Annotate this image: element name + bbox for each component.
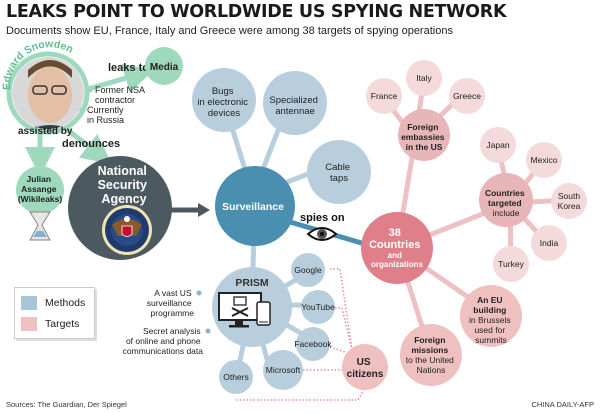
media-label: Media <box>150 62 179 73</box>
country-node-mexico[interactable] <box>526 142 562 178</box>
targets-center-label: 38 Countries and organizations <box>369 223 425 269</box>
country-japan-label: Japan <box>486 140 509 150</box>
country-node-italy[interactable] <box>406 60 442 96</box>
assange-node[interactable] <box>16 166 64 214</box>
provider-node-others[interactable] <box>219 360 253 394</box>
country-mexico-label: Mexico <box>531 155 558 165</box>
countries-targeted-node[interactable] <box>479 173 533 227</box>
assisted-by-label: assisted by <box>18 126 73 137</box>
country-italy-label: Italy <box>416 73 432 83</box>
eye-icon <box>306 227 338 241</box>
smartphone-icon <box>256 301 271 326</box>
method-antennae-label: Specialized antennae <box>269 95 320 117</box>
legend-swatch-targets <box>21 317 37 331</box>
prism-note-1: A vast US surveillance programme <box>147 288 195 318</box>
country-node-france[interactable] <box>366 78 402 114</box>
country-greece-label: Greece <box>453 91 481 101</box>
targets-center-node[interactable] <box>361 212 433 284</box>
provider-node-google[interactable] <box>291 253 325 287</box>
sources-note: Sources: The Guardian, Der Spiegel <box>6 400 127 409</box>
countries-targeted-label: Countries targeted include <box>485 188 527 218</box>
method-node-antennae[interactable] <box>263 71 327 135</box>
denounces-label: denounces <box>62 138 120 150</box>
country-france-label: France <box>371 91 398 101</box>
leaks-to-label: leaks to <box>108 62 149 74</box>
legend: Methods Targets <box>14 287 95 339</box>
fact-bullet <box>79 107 85 113</box>
page-subtitle: Documents show EU, France, Italy and Gre… <box>6 25 453 37</box>
country-node-india[interactable] <box>531 225 567 261</box>
provider-node-youtube[interactable] <box>301 290 335 324</box>
provider-others-label: Others <box>223 372 249 382</box>
us-citizens-node[interactable] <box>342 344 388 390</box>
country-node-south-korea[interactable] <box>551 183 587 219</box>
provider-node-facebook[interactable] <box>296 327 330 361</box>
country-node-greece[interactable] <box>449 78 485 114</box>
us-citizens-label: US citizens <box>347 357 384 380</box>
legend-swatch-methods <box>21 296 37 310</box>
us-citizens-dotted-links <box>236 268 367 401</box>
embassies-label: Foreign embassies in the US <box>401 122 447 152</box>
credit-note: CHINA DAILY-AFP <box>531 400 594 409</box>
spies-on-label: spies on <box>300 212 345 224</box>
prism-label: PRISM <box>235 277 269 289</box>
eu-building-node[interactable] <box>460 285 522 347</box>
page-title: LEAKS POINT TO WORLDWIDE US SPYING NETWO… <box>6 2 507 22</box>
method-node-cable-taps[interactable] <box>307 140 371 204</box>
un-missions-label: Foreign missions to the United Nations <box>406 335 457 375</box>
method-node-bugs[interactable] <box>192 68 256 132</box>
provider-youtube-label: YouTube <box>301 302 335 312</box>
embassies-node[interactable] <box>398 109 450 161</box>
method-bugs-label: Bugs in electronic devices <box>197 86 250 119</box>
provider-google-label: Google <box>294 265 322 275</box>
note-bullet <box>205 328 211 334</box>
prism-note-2: Secret analysis of online and phone comm… <box>123 326 204 356</box>
note-bullet <box>196 290 202 296</box>
media-node[interactable] <box>145 47 183 85</box>
fact-bullet <box>87 87 93 93</box>
eu-building-label: An EU building in Brussels used for summ… <box>469 295 513 345</box>
country-india-label: India <box>540 238 559 248</box>
snowden-portrait <box>6 51 90 135</box>
nsa-seal-icon <box>102 205 152 255</box>
surveillance-node[interactable] <box>215 166 295 246</box>
method-cable-taps-label: Cable taps <box>325 162 352 184</box>
country-node-japan[interactable] <box>480 127 516 163</box>
provider-node-microsoft[interactable] <box>263 350 303 390</box>
monitor-skull-icon <box>218 292 262 328</box>
country-node-turkey[interactable] <box>493 246 529 282</box>
legend-label-methods: Methods <box>45 297 86 309</box>
nsa-to-surveillance-arrow <box>170 203 210 217</box>
wikileaks-hourglass-icon <box>29 211 51 241</box>
nsa-label: National Security Agency <box>98 164 151 206</box>
assange-label: Julian Assange (Wikileaks) <box>18 174 62 204</box>
snowden-arrows <box>25 63 155 177</box>
legend-item-targets: Targets <box>21 317 79 331</box>
un-missions-node[interactable] <box>400 324 462 386</box>
provider-microsoft-label: Microsoft <box>266 365 301 375</box>
country-turkey-label: Turkey <box>498 259 524 269</box>
provider-facebook-label: Facebook <box>294 339 332 349</box>
surveillance-label: Surveillance <box>222 201 284 213</box>
legend-label-targets: Targets <box>45 318 80 330</box>
legend-item-methods: Methods <box>21 296 85 310</box>
